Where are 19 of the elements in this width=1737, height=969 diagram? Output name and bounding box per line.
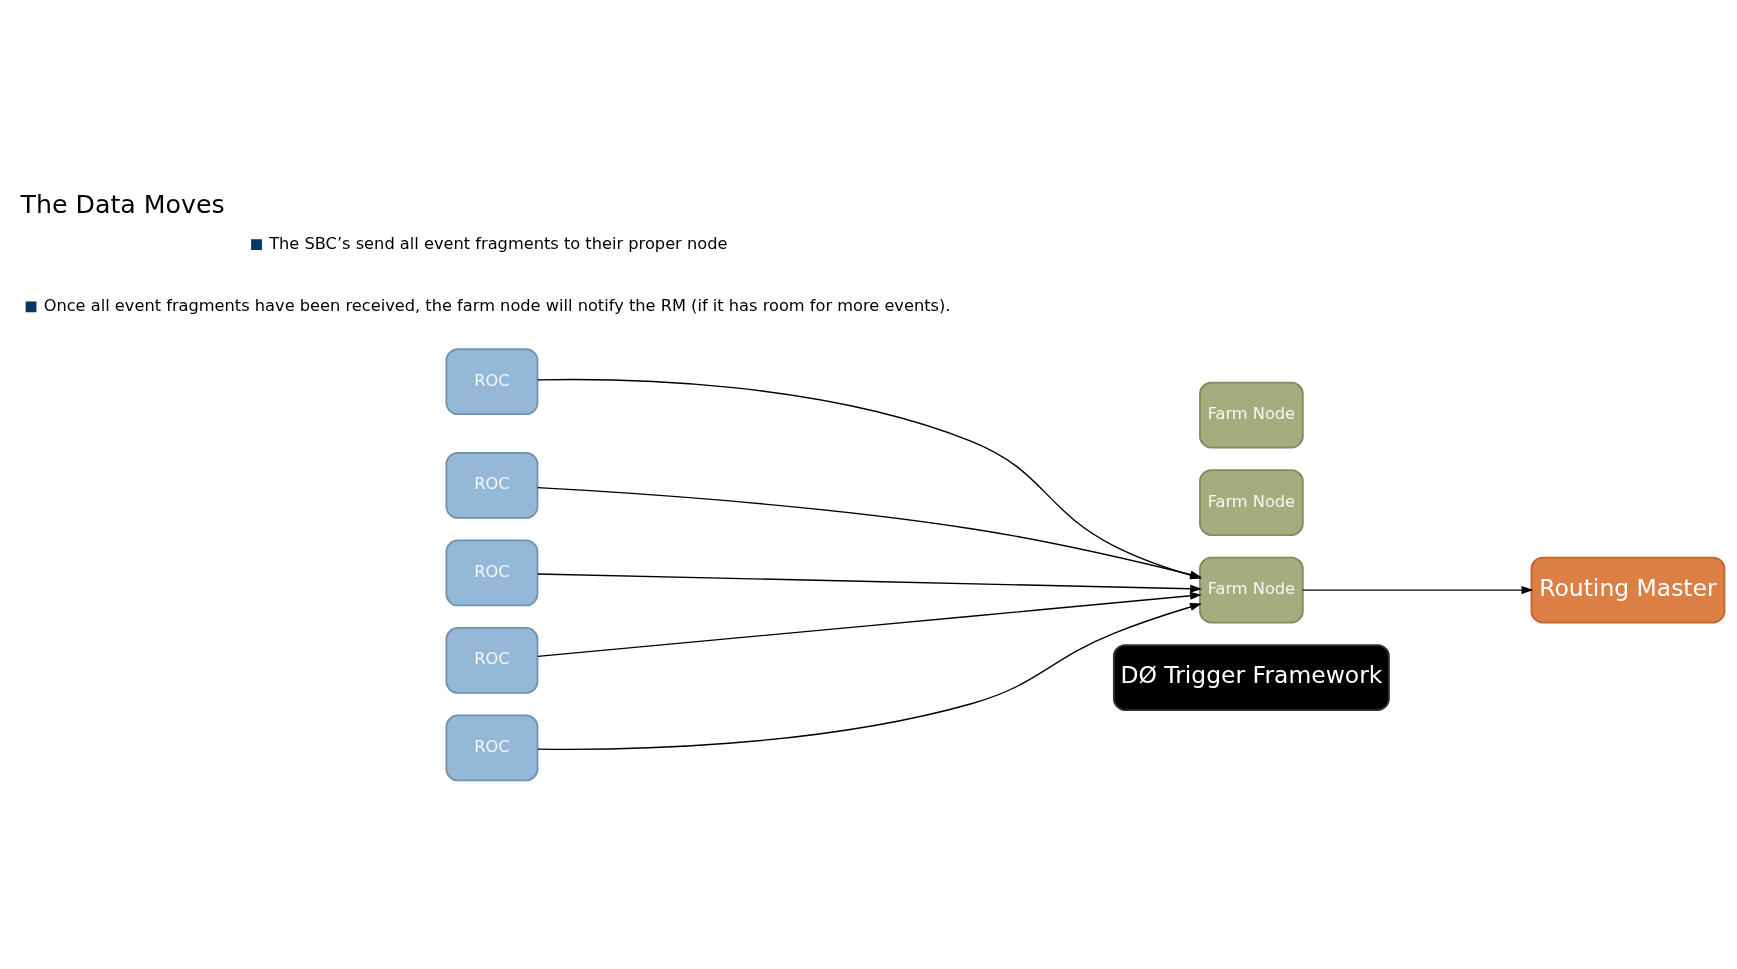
node-box: DØ Trigger Framework — [1112, 643, 1390, 711]
arrow — [537, 591, 1202, 657]
node-box: Farm Node — [1199, 468, 1304, 536]
node-box: ROC — [445, 451, 539, 519]
node-box: ROC — [445, 626, 539, 694]
arrow — [1302, 585, 1534, 594]
node-box: Routing Master — [1530, 556, 1726, 623]
node-box: ROC — [445, 539, 539, 606]
arrow — [536, 378, 1202, 579]
node-box: ROC — [445, 714, 539, 781]
label: Once all event fragments have been received, the farm node will notify the RM (if it has room for more events). — [43, 295, 951, 315]
arrow — [536, 486, 1202, 579]
node-box: ROC — [445, 347, 539, 415]
node-box: Farm Node — [1199, 381, 1304, 448]
node-box: Farm Node — [1199, 556, 1304, 623]
label: The SBC’s send all event fragments to their proper node — [269, 233, 728, 253]
arrow — [537, 572, 1202, 593]
arrow — [537, 602, 1202, 750]
diagram-title: The Data Moves — [20, 189, 225, 219]
